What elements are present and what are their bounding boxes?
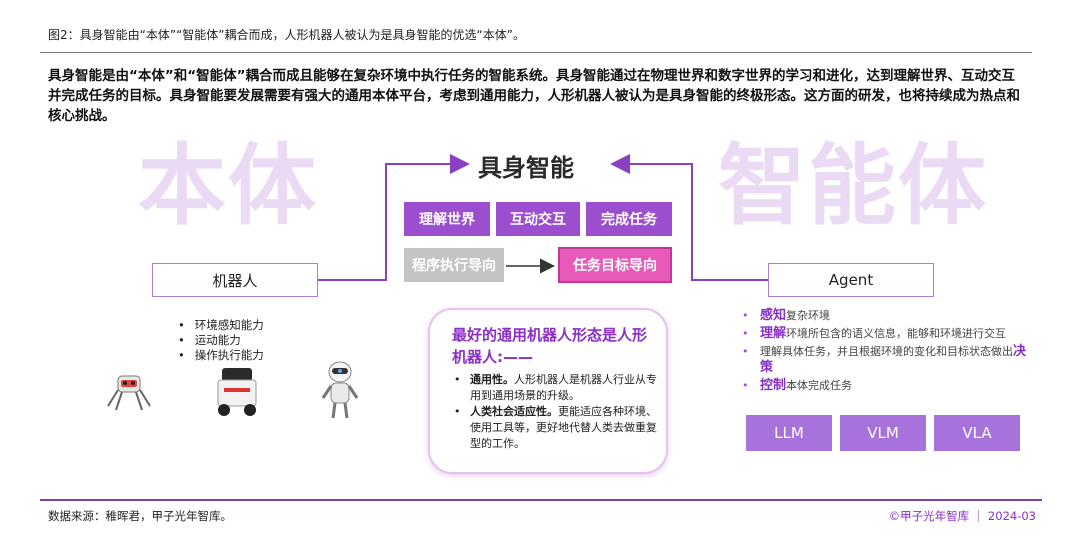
task-goal-box: 任务目标导向 bbox=[558, 247, 672, 283]
humanoid-robot-icon bbox=[321, 361, 359, 419]
watermark-right: 智能体 bbox=[718, 134, 989, 237]
agent-box: Agent bbox=[768, 263, 934, 297]
callout-item-bold: 人类社会适应性。 bbox=[470, 405, 558, 418]
program-execution-box: 程序执行导向 bbox=[404, 248, 504, 282]
goal-complete-task: 完成任务 bbox=[586, 202, 672, 236]
agent-item: 控制本体完成任务 bbox=[742, 378, 1032, 394]
watermark-left: 本体 bbox=[138, 134, 319, 237]
model-vla: VLA bbox=[934, 415, 1020, 451]
copyright-footer: ©甲子光年智库 ｜ 2024-03 bbox=[888, 509, 1036, 523]
agent-capabilities-list: 感知复杂环境 理解环境所包含的语义信息，能够和环境进行交互 理解具体任务，并且根… bbox=[742, 308, 1032, 396]
agent-item-keyword: 理解 bbox=[760, 326, 787, 341]
callout-item-text: 更能适应各种环境、使用工具等，更好地代替人类去做重复型的工作。 bbox=[470, 405, 657, 450]
spider-robot-icon bbox=[107, 375, 151, 411]
callout-item-text: 人形机器人是机器人行业从专用到通用场景的升级。 bbox=[470, 373, 657, 402]
agent-item: 理解具体任务，并且根据环境的变化和目标状态做出决策 bbox=[742, 344, 1032, 376]
callout-title: 最好的通用机器人形态是人形机器人:—— bbox=[452, 326, 648, 366]
intro-paragraph: 具身智能是由“本体”和“智能体”耦合而成且能够在复杂环境中执行任务的智能系统。具… bbox=[48, 68, 1020, 124]
goal-interact: 互动交互 bbox=[496, 202, 580, 236]
agent-item-keyword: 感知 bbox=[760, 308, 787, 323]
callout-list: 通用性。人形机器人是机器人行业从专用到通用场景的升级。 人类社会适应性。更能适应… bbox=[452, 372, 662, 452]
model-vlm: VLM bbox=[840, 415, 926, 451]
data-source: 数据来源：稚晖君，甲子光年智库。 bbox=[48, 509, 232, 523]
agent-item: 感知复杂环境 bbox=[742, 308, 1032, 324]
model-llm: LLM bbox=[746, 415, 832, 451]
ability-item: 环境感知能力 bbox=[178, 318, 264, 333]
goal-understand-world: 理解世界 bbox=[404, 202, 490, 236]
ability-item: 操作执行能力 bbox=[178, 348, 264, 363]
top-divider bbox=[40, 52, 1032, 53]
humanoid-callout: 最好的通用机器人形态是人形机器人:—— 通用性。人形机器人是机器人行业从专用到通… bbox=[428, 308, 668, 474]
robot-box: 机器人 bbox=[152, 263, 318, 297]
callout-item-bold: 通用性。 bbox=[470, 373, 514, 386]
callout-item: 通用性。人形机器人是机器人行业从专用到通用场景的升级。 bbox=[452, 372, 662, 404]
agent-item: 理解环境所包含的语义信息，能够和环境进行交互 bbox=[742, 326, 1032, 342]
ability-item: 运动能力 bbox=[178, 333, 264, 348]
embodied-ai-title: 具身智能 bbox=[478, 154, 574, 182]
agent-item-keyword: 控制 bbox=[760, 378, 787, 393]
agent-item-keyword: 决策 bbox=[760, 344, 1027, 375]
bottom-divider bbox=[40, 499, 1042, 501]
robot-abilities-list: 环境感知能力 运动能力 操作执行能力 bbox=[178, 318, 264, 363]
figure-title: 图2：具身智能由“本体”“智能体”耦合而成，人形机器人被认为是具身智能的优选“本… bbox=[48, 28, 525, 42]
delivery-robot-icon bbox=[217, 368, 257, 416]
callout-item: 人类社会适应性。更能适应各种环境、使用工具等，更好地代替人类去做重复型的工作。 bbox=[452, 404, 662, 452]
